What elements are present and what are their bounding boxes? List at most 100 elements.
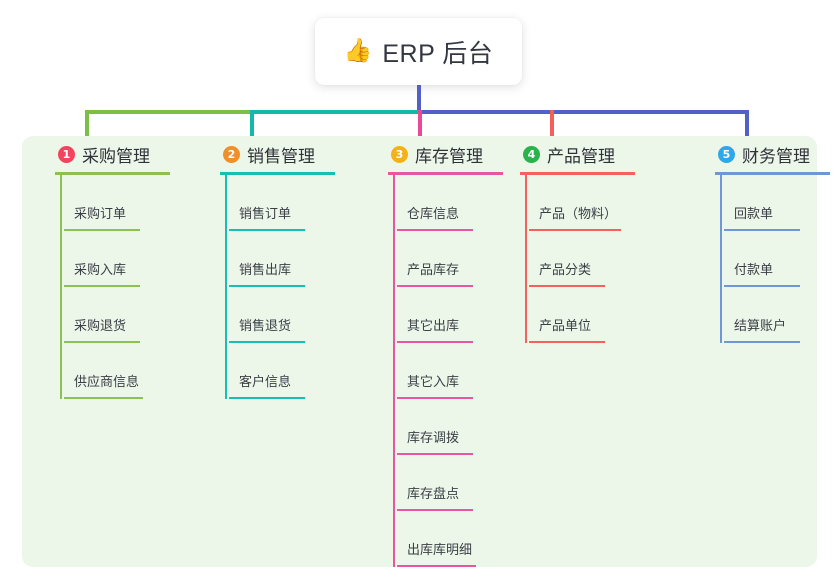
list-item-label: 采购退货 <box>74 318 127 333</box>
list-item-rule <box>229 229 305 231</box>
trunk-connector <box>417 85 421 113</box>
thumbs-up-icon: 👍 <box>343 38 373 64</box>
list-item-label: 销售退货 <box>239 318 292 333</box>
list-item-label: 销售出库 <box>239 262 292 277</box>
drop-connector-inventory <box>418 110 422 140</box>
horizontal-connector-green <box>85 110 252 114</box>
list-item-label: 产品（物料） <box>539 206 618 221</box>
list-item-label: 产品分类 <box>539 262 592 277</box>
list-item[interactable]: 出库库明细 <box>397 511 538 567</box>
list-item-rule <box>397 453 473 455</box>
column-header-rule-2 <box>220 172 335 175</box>
list-item[interactable]: 采购订单 <box>64 175 205 231</box>
list-item-rule <box>64 341 140 343</box>
column-items-3: 仓库信息产品库存其它出库其它入库库存调拨库存盘点出库库明细 <box>373 175 538 567</box>
list-item-rule <box>397 341 473 343</box>
list-item[interactable]: 库存调拨 <box>397 399 538 455</box>
column-spine-1 <box>60 175 62 399</box>
root-title: ERP 后台 <box>382 39 494 68</box>
list-item[interactable]: 销售退货 <box>229 287 370 343</box>
list-item[interactable]: 其它出库 <box>397 287 538 343</box>
list-item-rule <box>229 397 305 399</box>
list-item-label: 库存盘点 <box>407 486 460 501</box>
column-title-2: 销售管理 <box>247 146 315 166</box>
list-item[interactable]: 其它入库 <box>397 343 538 399</box>
list-item-label: 客户信息 <box>239 374 292 389</box>
list-item-rule <box>724 285 800 287</box>
list-item-label: 销售订单 <box>239 206 292 221</box>
column-badge-1: 1 <box>58 145 75 163</box>
list-item-label: 库存调拨 <box>407 430 460 445</box>
list-item-label: 产品单位 <box>539 318 592 333</box>
column-title-1: 采购管理 <box>82 146 150 166</box>
column-spine-5 <box>720 175 722 343</box>
list-item[interactable]: 库存盘点 <box>397 455 538 511</box>
column-header-rule-1 <box>55 172 170 175</box>
list-item-rule <box>529 341 605 343</box>
list-item-rule <box>724 229 800 231</box>
column-spine-4 <box>525 175 527 343</box>
list-item-rule <box>724 341 800 343</box>
column-badge-2: 2 <box>223 145 240 163</box>
list-item[interactable]: 付款单 <box>724 231 839 287</box>
column-header-rule-5 <box>715 172 830 175</box>
list-item[interactable]: 仓库信息 <box>397 175 538 231</box>
column-header-2[interactable]: 2 销售管理 <box>205 136 370 175</box>
list-item-label: 其它入库 <box>407 374 460 389</box>
column-items-1: 采购订单采购入库采购退货供应商信息 <box>40 175 205 399</box>
column-items-5: 回款单付款单结算账户 <box>700 175 839 343</box>
list-item-label: 出库库明细 <box>407 542 473 557</box>
list-item-rule <box>229 285 305 287</box>
list-item-label: 结算账户 <box>734 318 787 333</box>
list-item-label: 供应商信息 <box>74 374 140 389</box>
column-header-rule-4 <box>520 172 635 175</box>
list-item[interactable]: 采购入库 <box>64 231 205 287</box>
column-header-rule-3 <box>388 172 503 175</box>
column-spine-2 <box>225 175 227 399</box>
list-item-rule <box>529 285 605 287</box>
column-header-1[interactable]: 1 采购管理 <box>40 136 205 175</box>
list-item[interactable]: 客户信息 <box>229 343 370 399</box>
list-item-rule <box>229 341 305 343</box>
list-item-label: 仓库信息 <box>407 206 460 221</box>
list-item[interactable]: 产品库存 <box>397 231 538 287</box>
list-item-rule <box>397 397 473 399</box>
column-2: 2 销售管理销售订单销售出库销售退货客户信息 <box>205 136 370 399</box>
drop-connector-purchase <box>85 110 89 140</box>
list-item[interactable]: 回款单 <box>724 175 839 231</box>
column-items-4: 产品（物料） 产品分类产品单位 <box>505 175 670 343</box>
list-item[interactable]: 产品（物料） <box>529 175 670 231</box>
list-item[interactable]: 采购退货 <box>64 287 205 343</box>
list-item-label: 采购入库 <box>74 262 127 277</box>
list-item[interactable]: 产品分类 <box>529 231 670 287</box>
list-item[interactable]: 销售出库 <box>229 231 370 287</box>
list-item[interactable]: 供应商信息 <box>64 343 205 399</box>
column-items-2: 销售订单销售出库销售退货客户信息 <box>205 175 370 399</box>
list-item[interactable]: 产品单位 <box>529 287 670 343</box>
drop-connector-product <box>550 110 554 140</box>
diagram-panel: 1 采购管理采购订单采购入库采购退货供应商信息 2 销售管理销售订单销售出库销售退货客… <box>22 136 830 567</box>
list-item-rule <box>64 397 143 399</box>
list-item[interactable]: 结算账户 <box>724 287 839 343</box>
list-item-rule <box>397 565 476 567</box>
list-item-label: 回款单 <box>734 206 774 221</box>
column-1: 1 采购管理采购订单采购入库采购退货供应商信息 <box>40 136 205 399</box>
list-item-rule <box>397 229 473 231</box>
horizontal-connector-teal <box>250 110 420 114</box>
list-item-rule <box>397 285 473 287</box>
list-item[interactable]: 销售订单 <box>229 175 370 231</box>
horizontal-connector-blue <box>418 110 749 114</box>
list-item-label: 采购订单 <box>74 206 127 221</box>
list-item-label: 产品库存 <box>407 262 460 277</box>
column-badge-3: 3 <box>391 145 408 163</box>
list-item-rule <box>397 509 473 511</box>
drop-connector-finance <box>745 110 749 140</box>
column-title-4: 产品管理 <box>547 146 615 166</box>
root-node[interactable]: 👍 ERP 后台 <box>315 18 522 85</box>
